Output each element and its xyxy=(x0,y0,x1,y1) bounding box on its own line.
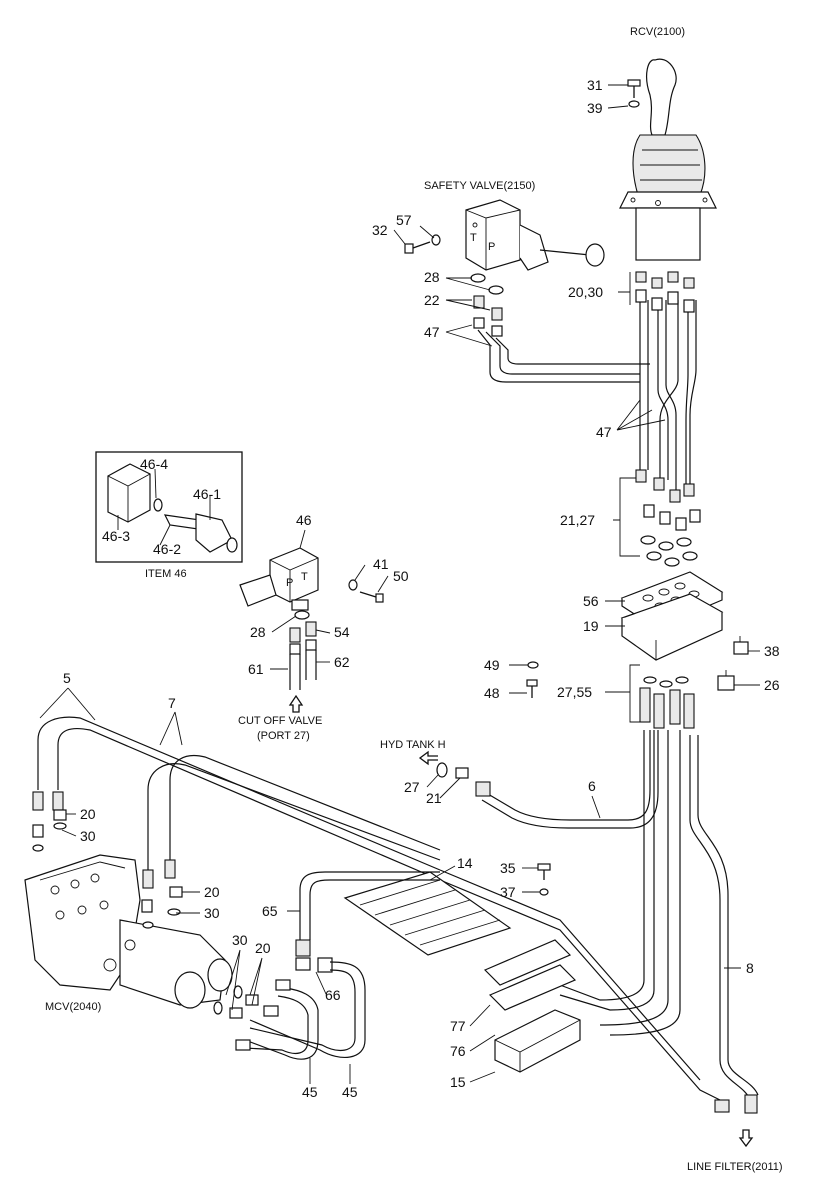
label-20: 20 xyxy=(204,884,220,900)
safety-valve xyxy=(465,199,605,271)
label-77: 77 xyxy=(450,1018,466,1034)
main-hoses-down xyxy=(559,730,759,1148)
port-letter-t: T xyxy=(301,571,308,583)
label-19: 19 xyxy=(583,618,599,634)
label-62: 62 xyxy=(334,654,350,670)
caption-safety-valve: SAFETY VALVE(2150) xyxy=(424,180,535,192)
label-46-4: 46-4 xyxy=(140,456,168,472)
hose-6 xyxy=(418,730,659,829)
port-letter-p: P xyxy=(488,241,495,253)
label-46-2: 46-2 xyxy=(153,541,181,557)
label-46-3: 46-3 xyxy=(102,528,130,544)
bolt-35 xyxy=(537,863,551,896)
label-46-1: 46-1 xyxy=(193,486,221,502)
item-46-box xyxy=(95,451,243,563)
label-6: 6 xyxy=(588,778,596,794)
bolt-31 xyxy=(627,79,641,108)
label-28: 28 xyxy=(250,624,266,640)
label-28: 28 xyxy=(424,269,440,285)
fittings-27-55 xyxy=(639,676,695,729)
clamp-bracket xyxy=(483,939,581,1073)
caption-mcv: MCV(2040) xyxy=(45,1001,101,1013)
label-46: 46 xyxy=(296,512,312,528)
label-45: 45 xyxy=(302,1084,318,1100)
label-5: 5 xyxy=(63,670,71,686)
plug-38 xyxy=(733,636,749,655)
label-30: 30 xyxy=(204,905,220,921)
label-61: 61 xyxy=(248,661,264,677)
label-38: 38 xyxy=(764,643,780,659)
label-76: 76 xyxy=(450,1043,466,1059)
label-31: 31 xyxy=(587,77,603,93)
port-letter-t: T xyxy=(470,232,477,244)
rcv-joystick xyxy=(619,58,717,261)
label-20: 20 xyxy=(255,940,271,956)
bolt-48 xyxy=(526,679,538,698)
connector-22 xyxy=(473,295,503,337)
label-15: 15 xyxy=(450,1074,466,1090)
manifold-block xyxy=(620,571,724,661)
connector-54 xyxy=(289,621,317,655)
label-35: 35 xyxy=(500,860,516,876)
label-50: 50 xyxy=(393,568,409,584)
label-39: 39 xyxy=(587,100,603,116)
label-14: 14 xyxy=(457,855,473,871)
label-8: 8 xyxy=(746,960,754,976)
label-20-30: 20,30 xyxy=(568,284,603,300)
fittings-20-30 xyxy=(32,809,259,1019)
plug-26 xyxy=(717,670,735,691)
caption-cut-off-valve: CUT OFF VALVE xyxy=(238,715,322,727)
label-30: 30 xyxy=(232,932,248,948)
caption-hyd-tank: HYD TANK H xyxy=(380,739,446,751)
mcv-block xyxy=(24,854,233,1009)
label-57: 57 xyxy=(396,212,412,228)
label-56: 56 xyxy=(583,593,599,609)
label-20: 20 xyxy=(80,806,96,822)
label-30: 30 xyxy=(80,828,96,844)
label-65: 65 xyxy=(262,903,278,919)
hoses-45-65-66 xyxy=(235,871,440,1060)
label-66: 66 xyxy=(325,987,341,1003)
bolt-32 xyxy=(404,234,441,254)
bolt-50 xyxy=(359,591,384,603)
label-41: 41 xyxy=(373,556,389,572)
label-22: 22 xyxy=(424,292,440,308)
label-47: 47 xyxy=(596,424,612,440)
label-27: 27 xyxy=(404,779,420,795)
label-47: 47 xyxy=(424,324,440,340)
label-21-27: 21,27 xyxy=(560,512,595,528)
cut-off-valve xyxy=(239,547,319,620)
label-21: 21 xyxy=(426,790,442,806)
label-37: 37 xyxy=(500,884,516,900)
caption-rcv: RCV(2100) xyxy=(630,26,685,38)
hose-bundle-47 xyxy=(477,271,701,531)
caption-item-46: ITEM 46 xyxy=(145,568,187,580)
label-45: 45 xyxy=(342,1084,358,1100)
guard-plate-14 xyxy=(343,871,512,956)
label-27-55: 27,55 xyxy=(557,684,592,700)
label-26: 26 xyxy=(764,677,780,693)
caption-port-27: (PORT 27) xyxy=(257,730,310,742)
label-49: 49 xyxy=(484,657,500,673)
label-32: 32 xyxy=(372,222,388,238)
caption-line-filter: LINE FILTER(2011) xyxy=(687,1161,783,1173)
port-letter-p: P xyxy=(286,577,293,589)
label-48: 48 xyxy=(484,685,500,701)
label-7: 7 xyxy=(168,695,176,711)
label-54: 54 xyxy=(334,624,350,640)
leader-lines xyxy=(39,84,760,1084)
